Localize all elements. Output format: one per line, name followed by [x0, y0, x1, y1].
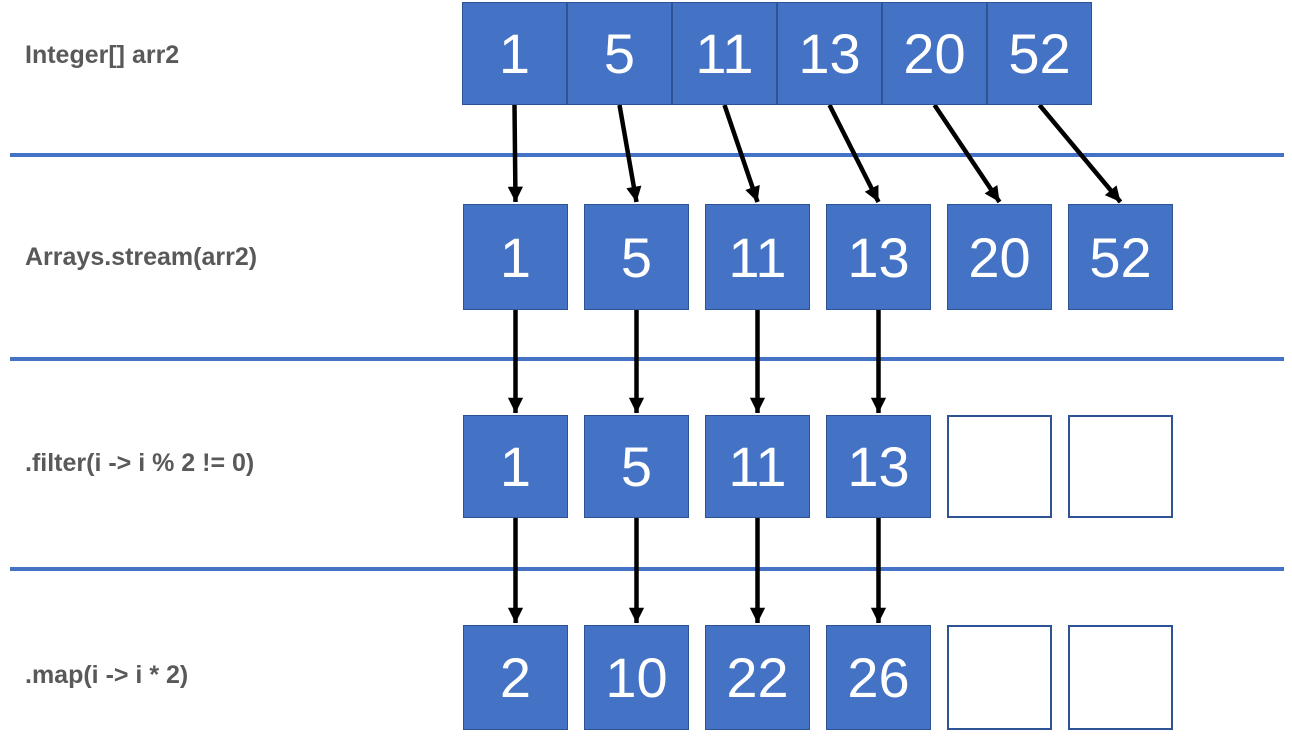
stream-box: 52	[1068, 204, 1173, 310]
stream-box: 5	[584, 204, 689, 310]
stream-box: 13	[826, 415, 931, 518]
stream-box: 13	[826, 204, 931, 310]
divider-line	[10, 357, 1284, 361]
array-cell: 11	[672, 2, 777, 105]
divider-line	[10, 153, 1284, 157]
stage-label-filter: .filter(i -> i % 2 != 0)	[25, 449, 255, 477]
array-cell: 52	[987, 2, 1092, 105]
stream-box: 11	[705, 204, 810, 310]
stream-box: 1	[463, 415, 568, 518]
stage-label-map: .map(i -> i * 2)	[25, 661, 189, 689]
empty-box	[947, 415, 1052, 518]
stream-box: 10	[584, 625, 689, 730]
empty-box	[1068, 625, 1173, 730]
array-cell: 13	[777, 2, 882, 105]
stream-box: 5	[584, 415, 689, 518]
stream-box: 22	[705, 625, 810, 730]
empty-box	[1068, 415, 1173, 518]
array-cell: 5	[567, 2, 672, 105]
stream-box: 20	[947, 204, 1052, 310]
stream-box: 1	[463, 204, 568, 310]
stream-box: 26	[826, 625, 931, 730]
stage-label-stream: Arrays.stream(arr2)	[25, 243, 258, 271]
stage-label-array: Integer[] arr2	[25, 41, 180, 69]
stream-box: 2	[463, 625, 568, 730]
empty-box	[947, 625, 1052, 730]
array-cell: 1	[462, 2, 567, 105]
stream-box: 11	[705, 415, 810, 518]
array-cell: 20	[882, 2, 987, 105]
divider-line	[10, 567, 1284, 571]
